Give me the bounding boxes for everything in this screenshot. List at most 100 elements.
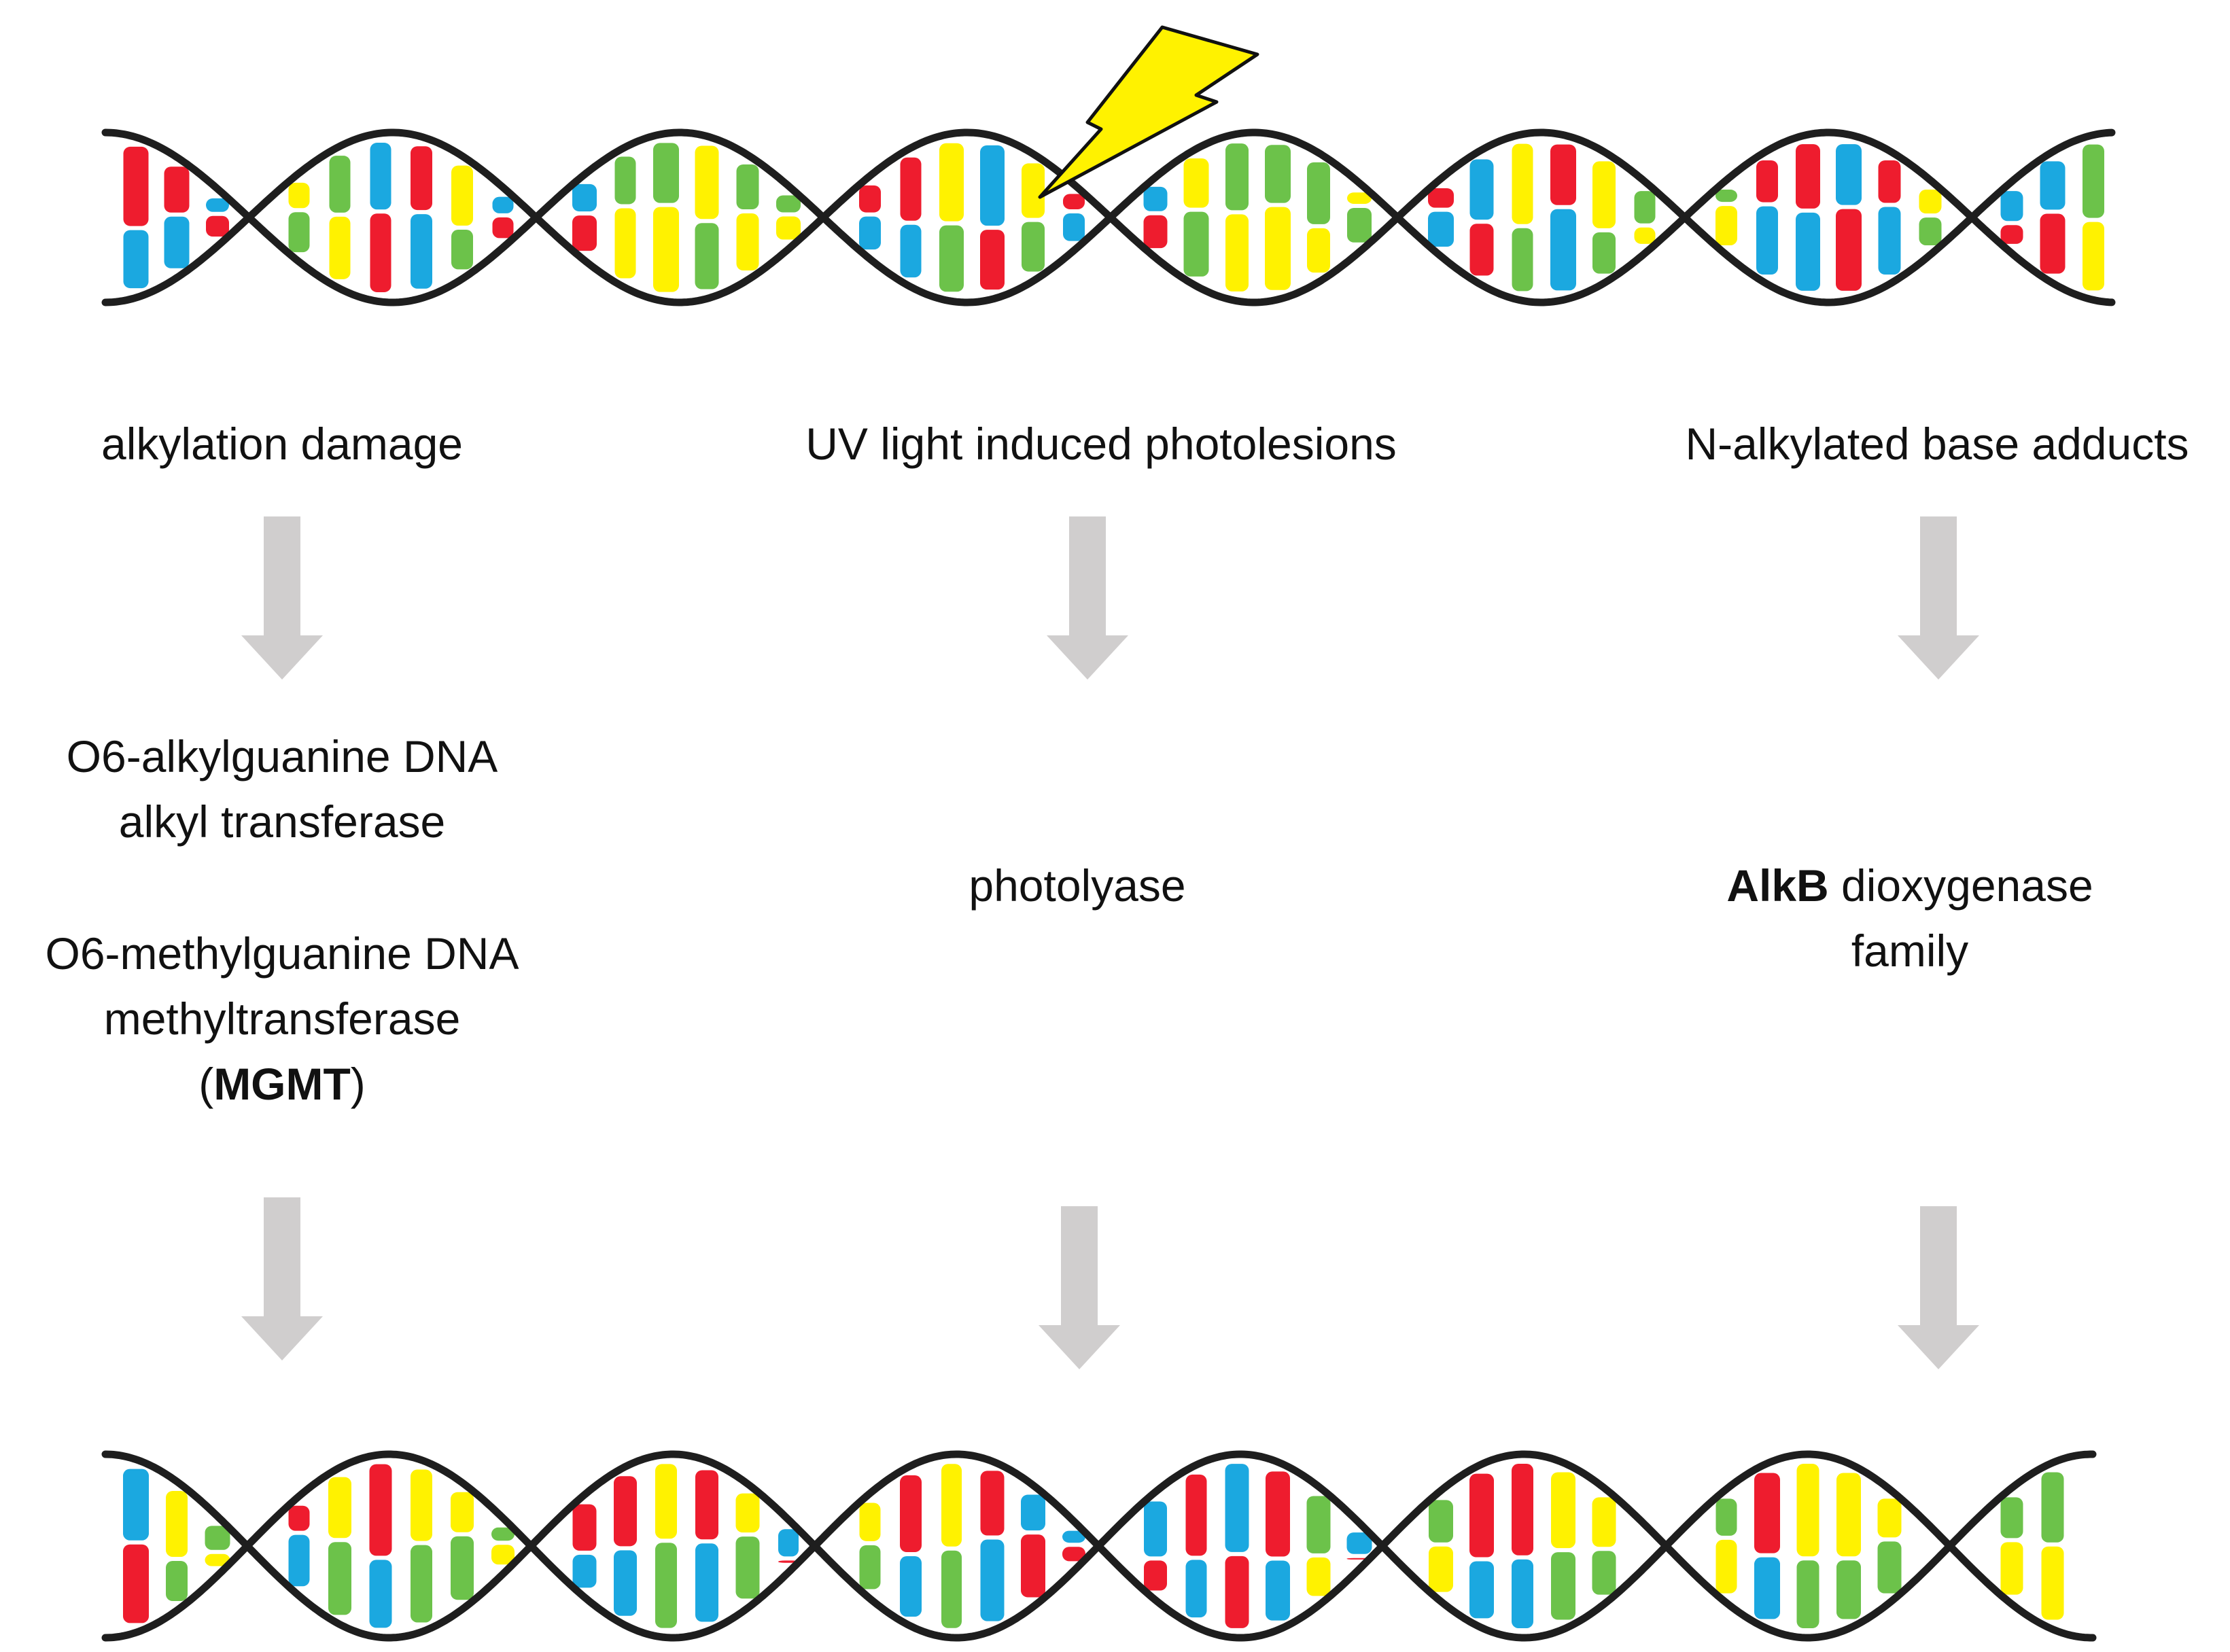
base-lower — [1225, 214, 1249, 292]
base-lower — [1550, 209, 1576, 291]
base-lower — [900, 1556, 922, 1617]
base-lower — [1592, 1551, 1616, 1595]
base-lower — [1429, 1546, 1453, 1592]
base-lower — [1144, 1560, 1167, 1591]
strand-lower — [101, 128, 2116, 306]
base-upper — [2040, 161, 2066, 210]
base-upper — [1836, 144, 1862, 205]
base-upper — [1592, 1497, 1616, 1547]
base-lower — [1551, 1552, 1575, 1620]
base-pairs — [123, 1464, 2064, 1628]
base-upper — [736, 164, 759, 209]
base-upper — [2083, 144, 2104, 218]
damaged-dna-helix — [101, 25, 2116, 306]
base-lower — [2083, 222, 2104, 291]
enzyme-mgmt-line2: methyltransferase — [103, 994, 461, 1044]
base-lower — [695, 1543, 718, 1622]
enzyme-mgmt-line3: (MGMT) — [7, 1051, 557, 1117]
base-upper — [695, 1470, 718, 1540]
base-upper — [1144, 1501, 1167, 1557]
base-lower — [1592, 232, 1616, 274]
enzyme-agt: O6-alkylguanine DNA alkyl transferase — [7, 724, 557, 854]
base-lower — [1307, 228, 1330, 273]
enzyme-photolyase: photolyase — [969, 860, 1186, 911]
base-upper — [1225, 143, 1249, 211]
down-arrow-icon — [241, 1197, 323, 1360]
enzyme-alkb: AlkB dioxygenase family — [1652, 853, 2168, 983]
lightning-bolt-icon — [1038, 25, 1259, 199]
base-lower — [329, 216, 351, 279]
base-lower — [491, 1545, 515, 1565]
base-upper — [614, 156, 636, 205]
base-lower — [206, 215, 229, 237]
base-lower — [614, 208, 636, 279]
base-lower — [411, 1545, 432, 1623]
base-upper — [1347, 192, 1372, 205]
base-upper — [1592, 161, 1616, 228]
enzyme-alkb-line1: AlkB dioxygenase — [1652, 853, 2168, 918]
enzyme-alkb-line2: family — [1851, 926, 1969, 976]
base-lower — [2041, 1546, 2064, 1620]
base-upper — [1919, 190, 1942, 214]
base-lower — [859, 1545, 881, 1589]
strand-lower — [101, 1450, 2097, 1642]
base-upper — [1183, 158, 1209, 208]
down-arrow-icon — [1039, 1206, 1120, 1369]
base-lower — [653, 207, 679, 292]
base-upper — [1429, 1500, 1453, 1543]
base-lower — [980, 1539, 1005, 1621]
base-lower — [1469, 1561, 1494, 1619]
base-lower — [1877, 1541, 1902, 1594]
base-lower — [1306, 1557, 1331, 1596]
enzyme-agt-line2: alkyl transferase — [118, 796, 446, 847]
base-upper — [492, 196, 514, 213]
base-upper — [328, 1477, 351, 1539]
base-upper — [1143, 186, 1168, 211]
base-upper — [1022, 163, 1045, 218]
base-lower — [735, 1536, 760, 1599]
base-lower — [411, 214, 432, 289]
base-upper — [980, 145, 1005, 226]
base-lower — [941, 1550, 962, 1628]
damage-label-alkylation: alkylation damage — [101, 419, 463, 469]
base-pairs — [123, 143, 2104, 292]
base-lower — [572, 1554, 597, 1588]
base-upper — [1428, 188, 1454, 208]
base-lower — [123, 1544, 149, 1623]
base-upper — [778, 1529, 799, 1557]
base-upper — [1836, 1473, 1861, 1557]
base-upper — [1469, 159, 1494, 220]
base-upper — [1512, 1464, 1533, 1556]
repaired-dna-helix — [101, 1450, 2097, 1642]
base-lower — [2000, 1542, 2023, 1595]
base-upper — [980, 1471, 1005, 1536]
mgmt-abbrev: MGMT — [213, 1059, 351, 1109]
base-upper — [1306, 1496, 1331, 1553]
base-lower — [736, 213, 759, 271]
base-upper — [1265, 145, 1291, 203]
base-lower — [288, 1534, 310, 1587]
base-lower — [451, 1536, 474, 1600]
base-lower — [1063, 213, 1085, 241]
base-lower — [614, 1550, 637, 1616]
base-upper — [369, 1464, 392, 1556]
base-lower — [205, 1553, 230, 1566]
base-upper — [411, 1469, 432, 1541]
base-upper — [655, 1464, 677, 1539]
base-upper — [1715, 1498, 1737, 1536]
base-upper — [1225, 1464, 1249, 1552]
base-lower — [164, 216, 190, 268]
base-upper — [1877, 1498, 1902, 1538]
base-upper — [1796, 1464, 1819, 1557]
base-upper — [2000, 1497, 2023, 1539]
base-upper — [1062, 1530, 1085, 1543]
down-arrow-icon — [1047, 516, 1128, 680]
base-upper — [123, 146, 149, 226]
base-upper — [1063, 194, 1085, 209]
base-lower — [1143, 215, 1168, 249]
base-lower — [492, 217, 514, 239]
base-lower — [1919, 217, 1942, 245]
base-lower — [1265, 207, 1291, 290]
base-lower — [2040, 213, 2066, 274]
